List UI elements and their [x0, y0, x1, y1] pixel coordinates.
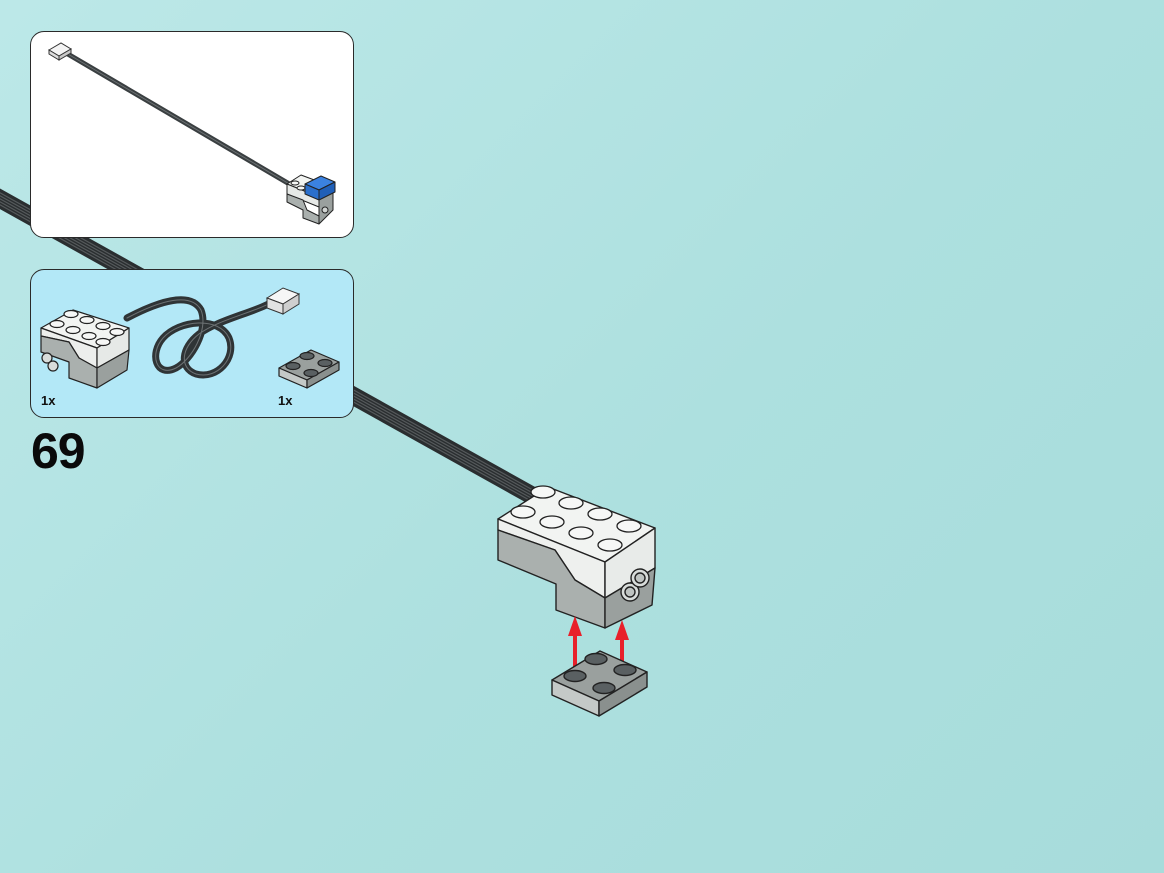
- sensor-studs: [510, 485, 642, 552]
- dark-gray-plate: [551, 650, 648, 717]
- plate-quantity-label: 1x: [278, 393, 293, 408]
- step-number: 69: [31, 423, 86, 479]
- final-assembly-panel: [30, 31, 354, 238]
- sensor-quantity-label: 1x: [41, 393, 56, 408]
- sensor-brick: [497, 486, 656, 629]
- coiled-cable: [123, 294, 283, 379]
- parts-plate: [278, 349, 340, 389]
- parts-illustration: [40, 287, 340, 389]
- parts-sensor: [40, 309, 130, 389]
- sensor-small: [286, 174, 336, 225]
- parts-list-panel: 1x 1x: [30, 269, 354, 418]
- parts-cable-plug: [265, 287, 301, 315]
- final-assembly-illustration: [48, 42, 336, 225]
- cable-plug: [48, 42, 72, 61]
